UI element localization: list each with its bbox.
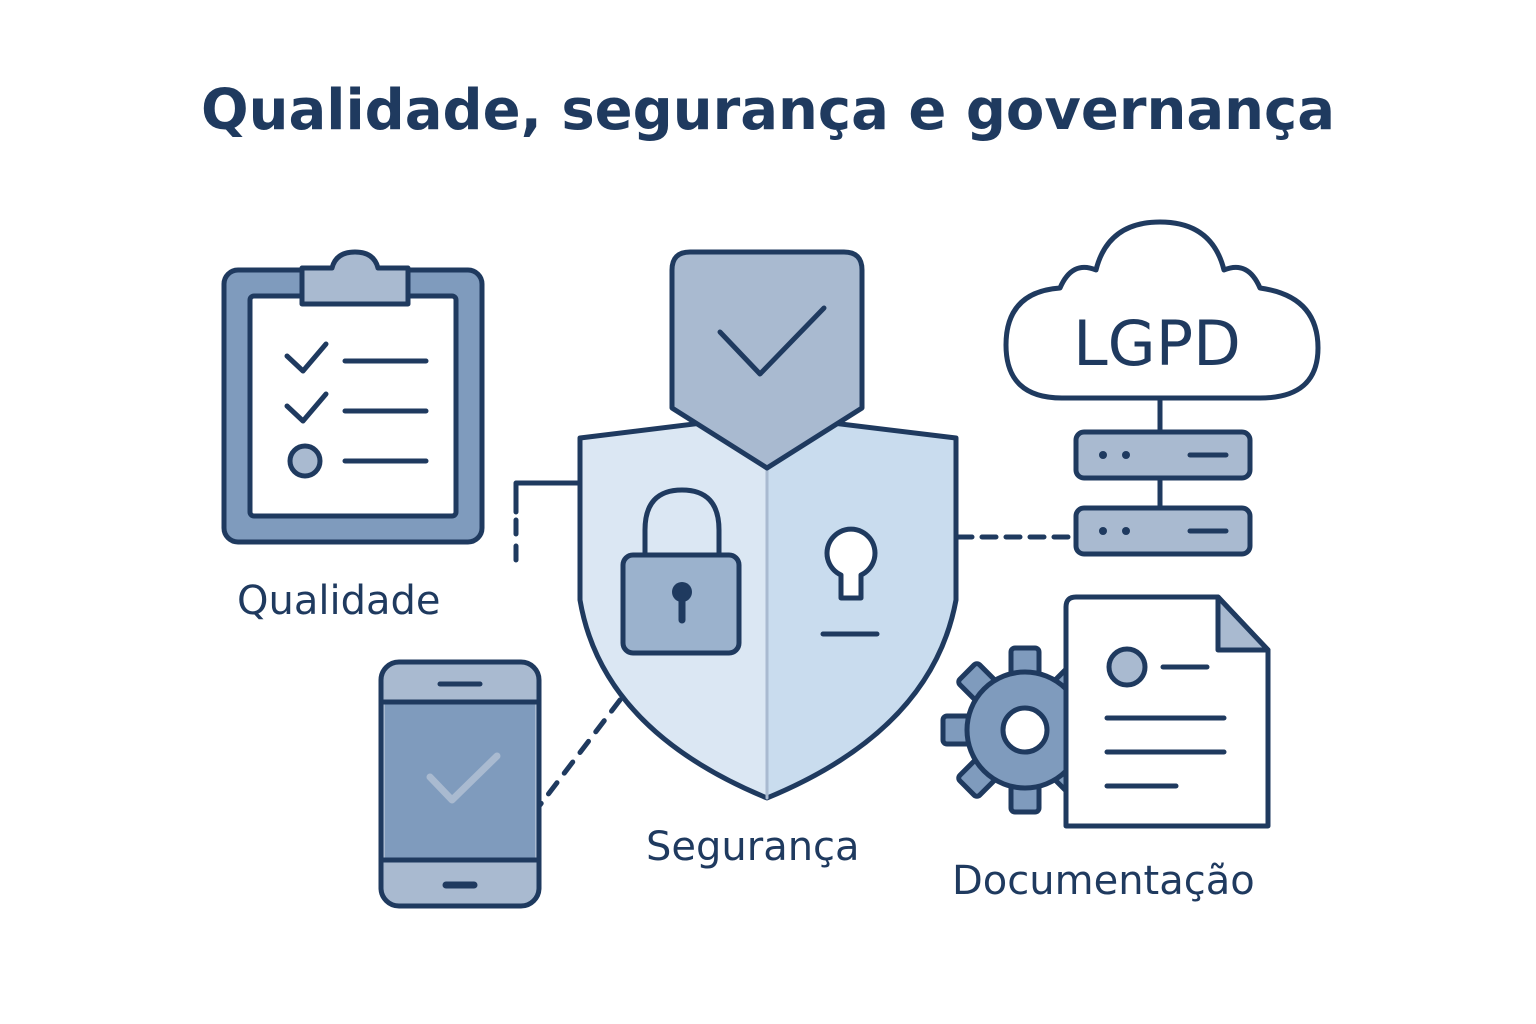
label-documentacao: Documentação: [952, 858, 1255, 904]
cloud-lgpd-label: LGPD: [1073, 307, 1241, 380]
cloud-icon: LGPD: [1003, 219, 1321, 401]
connector-clipboard-shield: [513, 480, 583, 573]
document-icon: [1063, 594, 1271, 829]
label-seguranca: Segurança: [646, 824, 860, 870]
clipboard-checklist-icon: [221, 249, 485, 545]
connector-phone-shield: [537, 697, 623, 808]
padlock-icon: [620, 487, 742, 656]
smartphone-check-icon: [378, 659, 542, 909]
keyhole-icon: [820, 526, 880, 637]
server-icon: [1073, 429, 1253, 557]
shield-check-icon: [669, 249, 865, 471]
label-qualidade: Qualidade: [237, 578, 441, 624]
page-title: Qualidade, segurança e governança: [200, 78, 1336, 143]
